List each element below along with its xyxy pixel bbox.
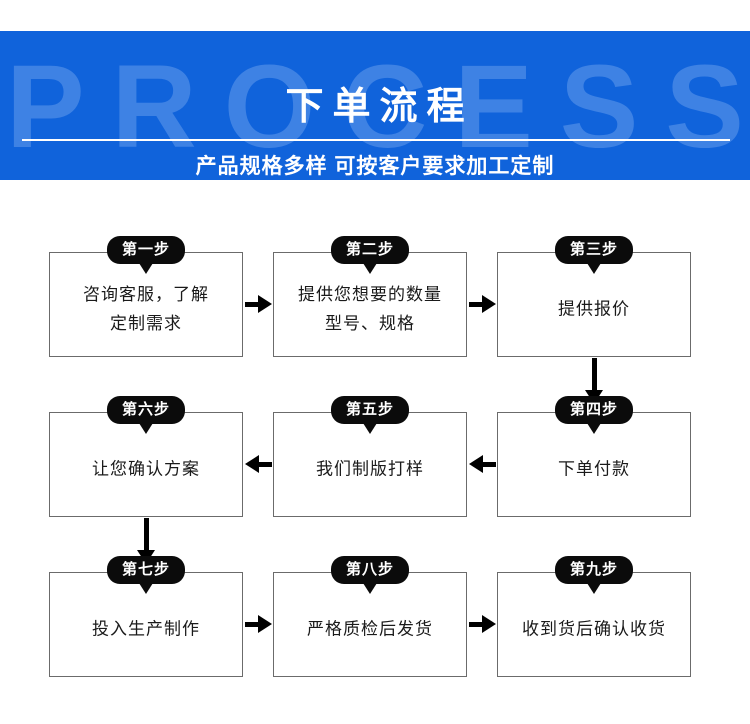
step-badge-8: 第八步 bbox=[330, 556, 410, 594]
step-badge-4: 第四步 bbox=[554, 396, 634, 434]
step-box-6: 第六步 让您确认方案 bbox=[49, 396, 243, 517]
step-box-2: 第二步 提供您想要的数量 型号、规格 bbox=[273, 236, 467, 357]
banner-divider-line bbox=[22, 139, 730, 141]
arrow-shaft bbox=[245, 301, 258, 307]
step-text-9: 收到货后确认收货 bbox=[522, 619, 666, 638]
arrow-shaft bbox=[469, 621, 482, 627]
step-badge-2: 第二步 bbox=[330, 236, 410, 274]
page-header-banner: P R O C E S S 下单流程 产品规格多样 可按客户要求加工定制 bbox=[0, 31, 750, 180]
step-badge-7: 第七步 bbox=[106, 556, 186, 594]
step-badge-3: 第三步 bbox=[554, 236, 634, 274]
arrow-shaft bbox=[483, 461, 496, 467]
step-text-3: 提供报价 bbox=[558, 299, 630, 318]
step-box-5: 第五步 我们制版打样 bbox=[273, 396, 467, 517]
page-subtitle: 产品规格多样 可按客户要求加工定制 bbox=[195, 155, 555, 178]
arrow-step7-to-step8 bbox=[245, 613, 272, 635]
step-text-2: 提供您想要的数量 型号、规格 bbox=[298, 284, 442, 333]
arrow-shaft bbox=[143, 518, 149, 550]
arrow-shaft bbox=[591, 358, 597, 390]
arrow-head-left-icon bbox=[245, 455, 259, 473]
step-text-7: 投入生产制作 bbox=[92, 619, 200, 638]
step-badge-1: 第一步 bbox=[106, 236, 186, 274]
step-text-5: 我们制版打样 bbox=[316, 459, 424, 478]
step-box-8: 第八步 严格质检后发货 bbox=[273, 556, 467, 677]
arrow-shaft bbox=[245, 621, 258, 627]
step-text-4: 下单付款 bbox=[558, 459, 630, 478]
arrow-step4-to-step5 bbox=[469, 453, 496, 475]
step-badge-6: 第六步 bbox=[106, 396, 186, 434]
arrow-step2-to-step3 bbox=[469, 293, 496, 315]
step-text-6: 让您确认方案 bbox=[92, 459, 200, 478]
process-flow-diagram: 第一步 咨询客服，了解 定制需求 第二步 提供您想要的数量 型号、规格 第三步 … bbox=[0, 180, 750, 724]
step-box-4: 第四步 下单付款 bbox=[497, 396, 691, 517]
step-box-7: 第七步 投入生产制作 bbox=[49, 556, 243, 677]
arrow-head-left-icon bbox=[469, 455, 483, 473]
page-title: 下单流程 bbox=[285, 86, 474, 128]
arrow-step1-to-step2 bbox=[245, 293, 272, 315]
step-text-1: 咨询客服，了解 定制需求 bbox=[83, 284, 209, 333]
arrow-step8-to-step9 bbox=[469, 613, 496, 635]
step-badge-9: 第九步 bbox=[554, 556, 634, 594]
arrow-step5-to-step6 bbox=[245, 453, 272, 475]
step-badge-5: 第五步 bbox=[330, 396, 410, 434]
arrow-head-right-icon bbox=[258, 295, 272, 313]
arrow-shaft bbox=[469, 301, 482, 307]
arrow-head-right-icon bbox=[258, 615, 272, 633]
step-box-3: 第三步 提供报价 bbox=[497, 236, 691, 357]
arrow-head-right-icon bbox=[482, 295, 496, 313]
step-box-1: 第一步 咨询客服，了解 定制需求 bbox=[49, 236, 243, 357]
arrow-shaft bbox=[259, 461, 272, 467]
step-box-9: 第九步 收到货后确认收货 bbox=[497, 556, 691, 677]
arrow-head-right-icon bbox=[482, 615, 496, 633]
step-text-8: 严格质检后发货 bbox=[307, 619, 433, 638]
